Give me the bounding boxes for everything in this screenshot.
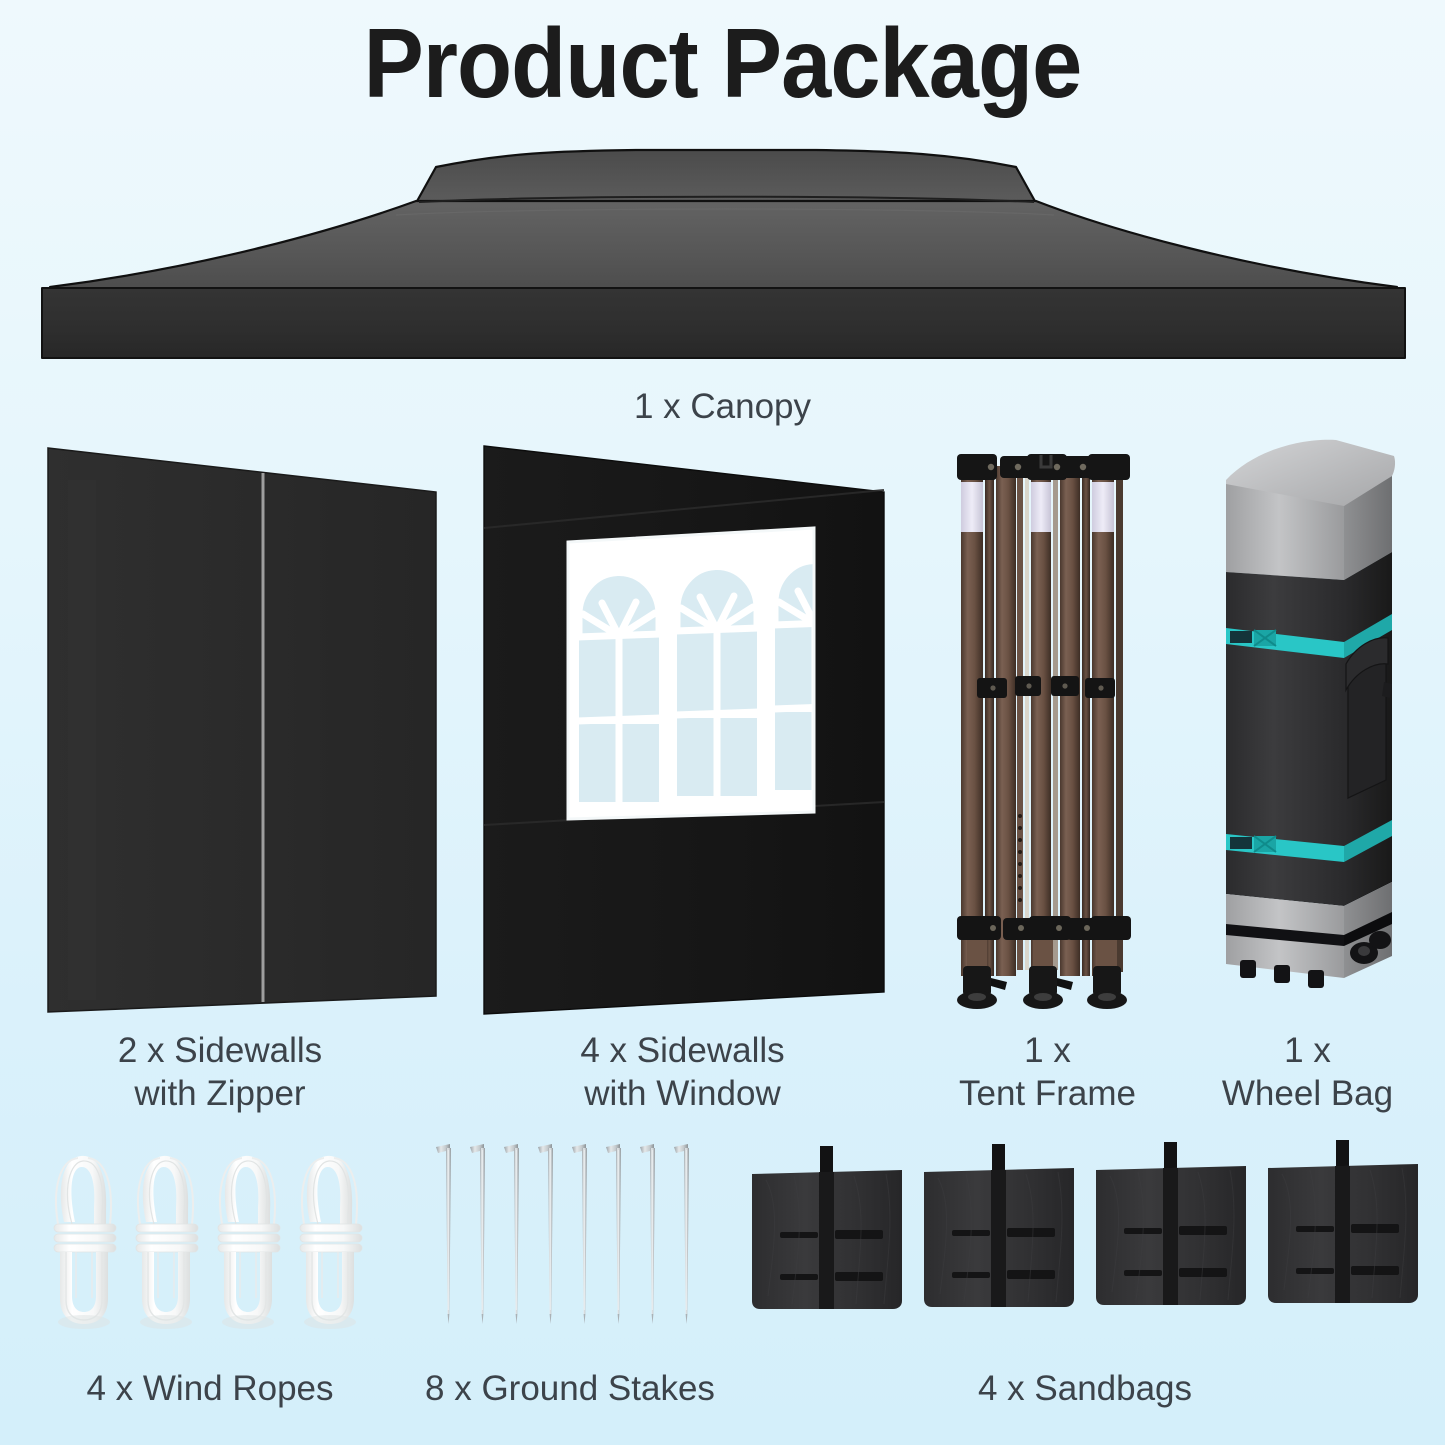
caption-tent-frame: 1 x Tent Frame bbox=[959, 1031, 1136, 1113]
caption-canopy: 1 x Canopy bbox=[633, 387, 812, 426]
caption-sidewall-zipper: 2 x Sidewalls with Zipper bbox=[117, 1031, 323, 1113]
caption-ground-stakes: 8 x Ground Stakes bbox=[425, 1369, 715, 1408]
caption-wheel-bag: 1 x Wheel Bag bbox=[1221, 1031, 1394, 1113]
wheel-bag-icon bbox=[1196, 432, 1416, 1020]
sandbag-icon bbox=[750, 1138, 1426, 1363]
caption-wind-ropes: 4 x Wind Ropes bbox=[86, 1369, 334, 1408]
sidewall-zipper-icon bbox=[42, 440, 442, 1020]
caption-sidewall-window: 4 x Sidewalls with Window bbox=[580, 1031, 785, 1113]
wind-rope-icon bbox=[40, 1138, 390, 1363]
tent-frame-icon bbox=[945, 446, 1140, 1020]
ground-stake-icon bbox=[424, 1138, 704, 1363]
canopy-icon bbox=[36, 145, 1411, 365]
sidewall-window-icon bbox=[478, 440, 890, 1020]
caption-sandbags: 4 x Sandbags bbox=[977, 1369, 1193, 1408]
page-title: Product Package bbox=[363, 8, 1083, 118]
